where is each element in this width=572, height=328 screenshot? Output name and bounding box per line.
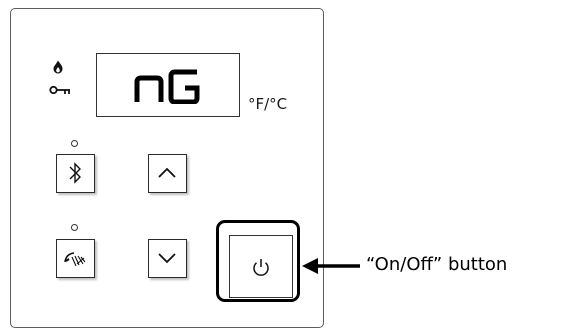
chevron-up-icon (158, 167, 176, 178)
bluetooth-icon (69, 162, 81, 184)
bluetooth-indicator-dot (71, 140, 78, 147)
on-off-highlight-frame (216, 220, 300, 302)
temperature-up-button[interactable] (148, 154, 187, 193)
chevron-down-icon (158, 253, 176, 264)
key-icon (49, 85, 70, 95)
lcd-display: nG (96, 53, 240, 117)
bluetooth-button[interactable] (56, 154, 95, 193)
temperature-unit-label: °F/°C (248, 95, 288, 113)
callout-arrow (302, 258, 360, 274)
temperature-down-button[interactable] (148, 239, 187, 278)
shower-mode-button[interactable] (56, 239, 95, 278)
power-button[interactable] (229, 235, 293, 298)
display-code-text: nG (134, 69, 200, 104)
on-off-button-callout-label: “On/Off” button (366, 254, 508, 275)
power-icon (253, 259, 269, 276)
shower-icon (64, 252, 86, 267)
shower-indicator-dot (71, 224, 78, 231)
flame-icon (53, 60, 63, 74)
